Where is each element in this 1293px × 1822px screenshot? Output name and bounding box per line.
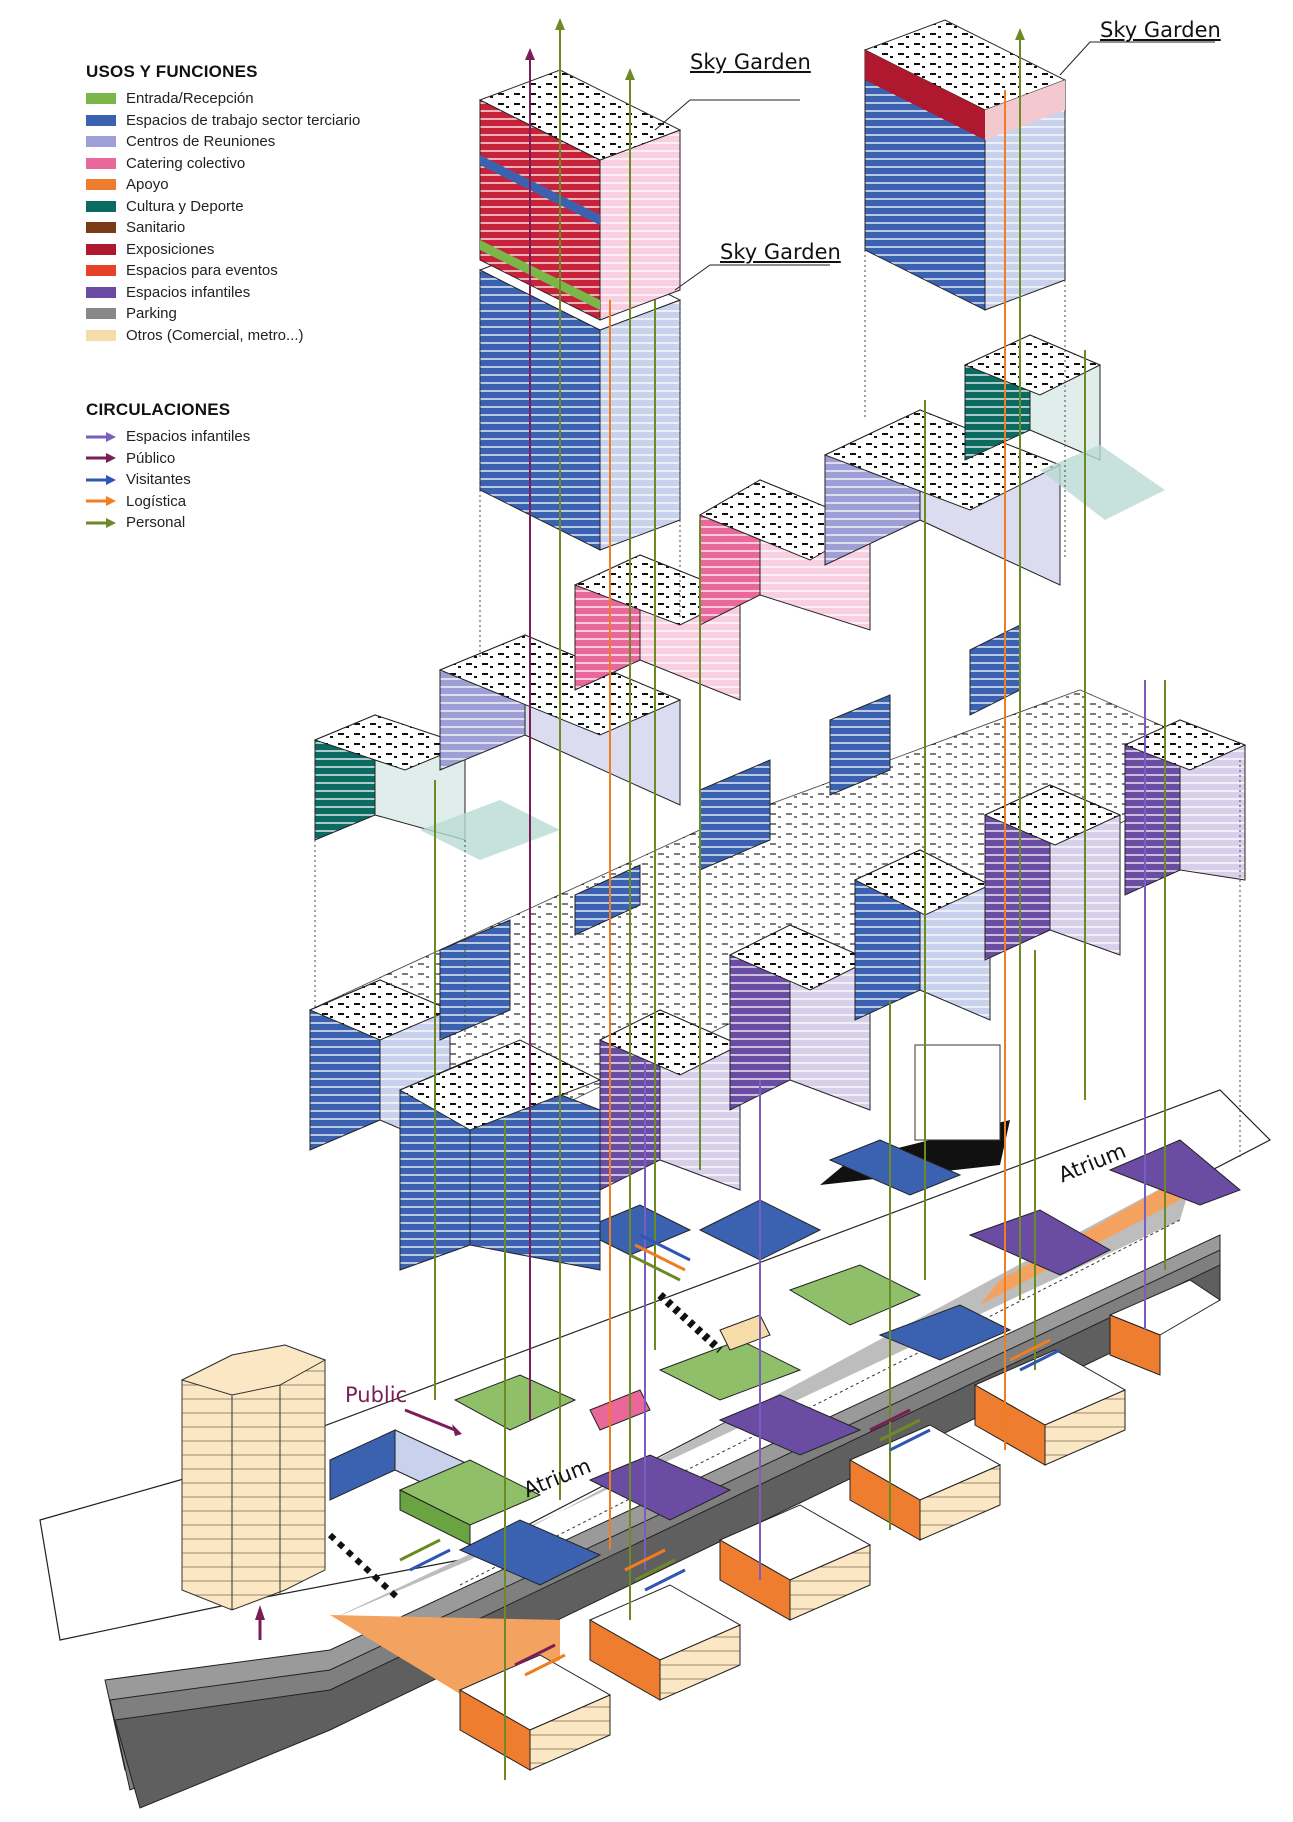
legend-swatch [86,329,116,341]
legend-item: Espacios de trabajo sector terciario [86,110,466,132]
legend-swatch [86,179,116,191]
legend-label: Espacios infantiles [126,283,251,301]
uses-legend-list: Entrada/Recepción Espacios de trabajo se… [86,88,466,346]
legend-item: Otros (Comercial, metro...) [86,325,466,347]
arrow-icon [86,474,116,485]
parking-blocks [458,1279,1221,1771]
office-stacks [308,624,1247,1271]
legend-swatch [86,136,116,148]
right-tower [863,19,1067,311]
legend-label: Visitantes [126,471,191,489]
legend-label: Centros de Reuniones [126,133,276,151]
upper-mid-floors [313,334,1165,860]
legend-label: Catering colectivo [126,154,246,172]
legend-swatch [86,265,116,277]
legend-item: Catering colectivo [86,153,466,175]
circulations-legend-title: CIRCULACIONES [86,400,231,419]
uses-legend-title: USOS Y FUNCIONES [86,62,258,81]
legend-item: Visitantes [86,469,466,491]
arrow-icon [86,453,116,464]
circulation-lines [434,30,1166,1780]
legend-item: Espacios infantiles [86,426,466,448]
legend-label: Espacios para eventos [126,262,278,280]
legend-label: Cultura y Deporte [126,197,244,215]
legend-label: Parking [126,305,177,323]
legend-label: Espacios infantiles [126,428,251,446]
legend-swatch [86,114,116,126]
octagonal-tower [180,1344,327,1611]
arrow-icon [86,496,116,507]
legend-swatch [86,286,116,298]
legend-label: Logística [126,492,187,510]
legend-item: Cultura y Deporte [86,196,466,218]
sky-garden-label: Sky Garden [1100,18,1221,42]
legend-label: Personal [126,514,186,532]
legend-label: Entrada/Recepción [126,90,254,108]
legend-swatch [86,243,116,255]
legend-item: Entrada/Recepción [86,88,466,110]
legend-item: Parking [86,303,466,325]
legend-swatch [86,222,116,234]
legend-item: Logística [86,491,466,513]
left-tower [478,69,682,551]
sky-garden-label: Sky Garden [690,50,811,74]
legend-item: Exposiciones [86,239,466,261]
legend-item: Público [86,448,466,470]
circulations-legend-list: Espacios infantiles Público Visitantes L… [86,426,466,534]
legend-item: Apoyo [86,174,466,196]
projection-lines [314,250,1241,1160]
legend-item: Espacios para eventos [86,260,466,282]
legend-swatch [86,157,116,169]
legend-swatch [86,308,116,320]
legend-label: Apoyo [126,176,169,194]
legend-item: Espacios infantiles [86,282,466,304]
legend-swatch [86,93,116,105]
arrow-icon [86,431,116,442]
legend-item: Personal [86,512,466,534]
legend-label: Espacios de trabajo sector terciario [126,111,361,129]
legend-label: Sanitario [126,219,186,237]
public-label: Public [345,1383,408,1407]
legend-label: Exposiciones [126,240,215,258]
leader-lines [654,41,1215,291]
legend-label: Otros (Comercial, metro...) [126,326,304,344]
arrow-icon [86,517,116,528]
legend-item: Centros de Reuniones [86,131,466,153]
sky-garden-label: Sky Garden [720,240,841,264]
legend-label: Público [126,449,176,467]
legend-item: Sanitario [86,217,466,239]
legend-swatch [86,200,116,212]
circulation-arrows [255,18,1061,1677]
legend: USOS Y FUNCIONES Entrada/Recepción Espac… [86,62,466,534]
